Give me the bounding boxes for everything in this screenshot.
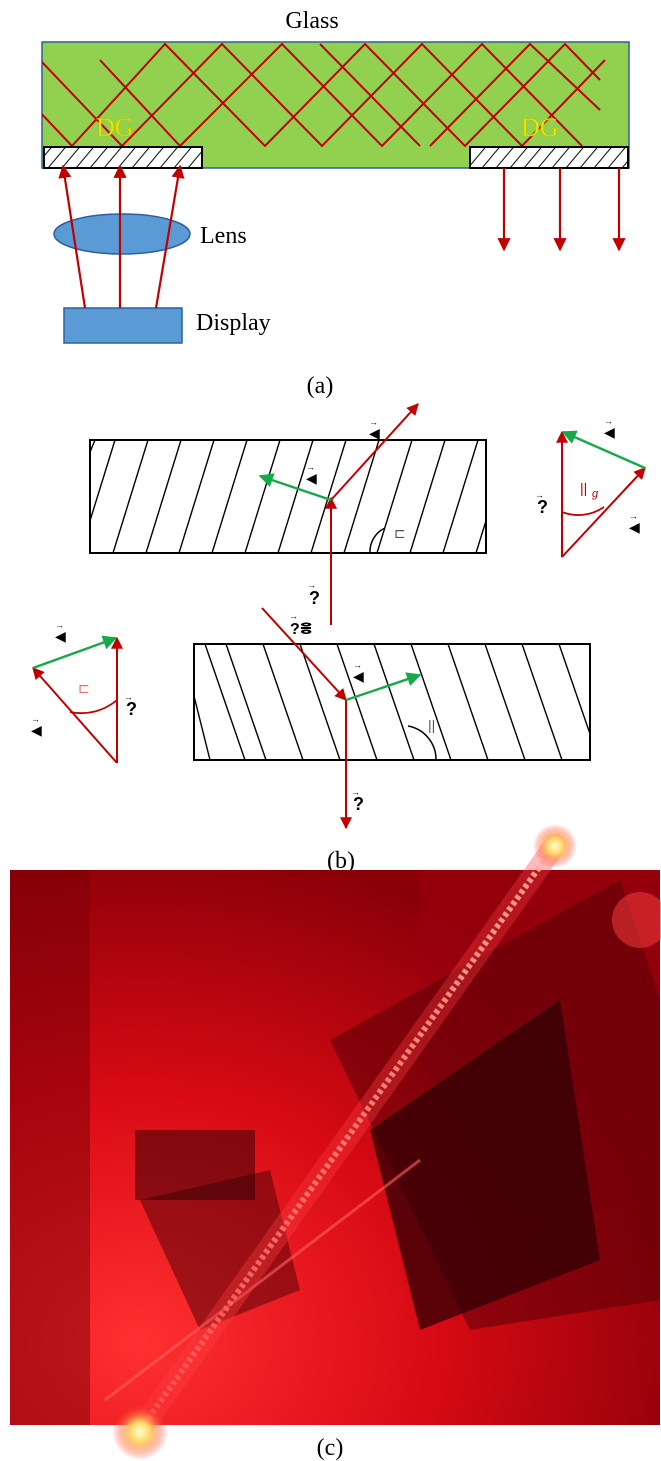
glyph-k-2: ◀	[306, 470, 317, 486]
output-rays	[497, 168, 626, 252]
grating-top-lines	[90, 440, 486, 553]
glyph-q-4: ?	[126, 699, 137, 719]
glyph-q-3: ?	[353, 794, 364, 814]
panel-a: Glass DG DG Lens Display	[41, 8, 630, 399]
glyph-k-3: ◀	[604, 424, 615, 440]
labels-bottom: → ◀ → ?	[351, 660, 364, 814]
glyph-q-1: ?	[309, 588, 320, 608]
glyph-q-2: ?	[537, 497, 548, 517]
vec-arrow-6: →	[535, 490, 544, 500]
vec-arrow-8: →	[353, 660, 362, 670]
diffracted-ray-top	[330, 403, 419, 501]
vec-arrow-4: →	[289, 611, 298, 621]
lens	[53, 213, 191, 255]
vec-arrow-9: →	[351, 787, 360, 797]
glyph-k-5: ◀	[353, 668, 364, 684]
angle-arc-top	[369, 527, 386, 554]
angle-label-bottom: ||	[428, 717, 435, 733]
glyph-k-1: ◀	[369, 425, 380, 441]
photo-shadow-left	[140, 1170, 300, 1330]
photo-glass-edge	[104, 1158, 421, 1402]
photo-mount	[370, 1000, 600, 1330]
display-label: Display	[196, 310, 271, 336]
vec-arrow-5: →	[604, 416, 613, 426]
dg-left-label: DG	[96, 113, 134, 142]
grating-in-hatch	[44, 147, 202, 168]
vector-triangle-left: ⊏	[32, 635, 123, 764]
panel-c-photo: (c)	[10, 824, 661, 1461]
labels-left-triangle: → ◀ → ? → ◀	[31, 620, 137, 738]
lens-label: Lens	[200, 223, 247, 249]
display	[63, 307, 183, 344]
vec-arrow-2: →	[306, 462, 315, 472]
grating-vector-top	[258, 473, 332, 502]
caption-a: (a)	[307, 373, 334, 399]
vec-arrow-3: →	[307, 580, 316, 590]
grating-out-hatch	[470, 147, 628, 168]
caption-c: (c)	[317, 1435, 344, 1461]
grating-top	[89, 439, 487, 554]
labels-top: → ◀ → ◀ → ? → ?ⴻ	[289, 417, 380, 638]
photo-glow-top-right	[612, 892, 661, 948]
photo-light-beam	[137, 843, 558, 1432]
labels-right-triangle: → ◀ → ? → ◀	[535, 416, 640, 535]
photo-hotspot-output	[533, 824, 577, 868]
panel-b: ⊏ → ◀ → ◀ → ? → ?ⴻ || g → ◀ →	[31, 403, 646, 874]
glyph-k-4: ◀	[629, 519, 640, 535]
vec-arrow-1: →	[369, 417, 378, 427]
internal-reflection-rays	[42, 42, 606, 148]
vec-arrow-7: →	[629, 511, 638, 521]
angle-arc-bottom	[407, 725, 437, 761]
photo-dark-patch	[135, 1130, 255, 1200]
grating-vector-bottom	[345, 672, 422, 702]
glyph-k-7: ◀	[31, 722, 42, 738]
incident-ray-bottom	[261, 607, 347, 701]
vector-triangle-right: || g	[556, 430, 646, 558]
vec-arrow-12: →	[31, 714, 40, 724]
photo-left-edge	[10, 870, 90, 1425]
caption-b: (b)	[327, 848, 355, 874]
triangle-right-subscript: g	[592, 488, 599, 500]
vec-arrow-10: →	[55, 620, 64, 630]
triangle-left-angle-label: ⊏	[78, 680, 90, 696]
dg-right-label: DG	[521, 113, 559, 142]
photo-hotspot-input	[112, 1404, 168, 1460]
grating-bottom	[193, 643, 591, 761]
triangle-right-angle-label: ||	[580, 480, 587, 496]
glyph-qq: ?ⴻ	[290, 621, 313, 638]
angle-label-top: ⊏	[394, 525, 406, 541]
glass-label: Glass	[285, 8, 338, 34]
input-rays	[58, 164, 185, 309]
grating-bottom-lines	[194, 644, 590, 760]
vec-arrow-11: →	[124, 692, 133, 702]
glyph-k-6: ◀	[55, 628, 66, 644]
